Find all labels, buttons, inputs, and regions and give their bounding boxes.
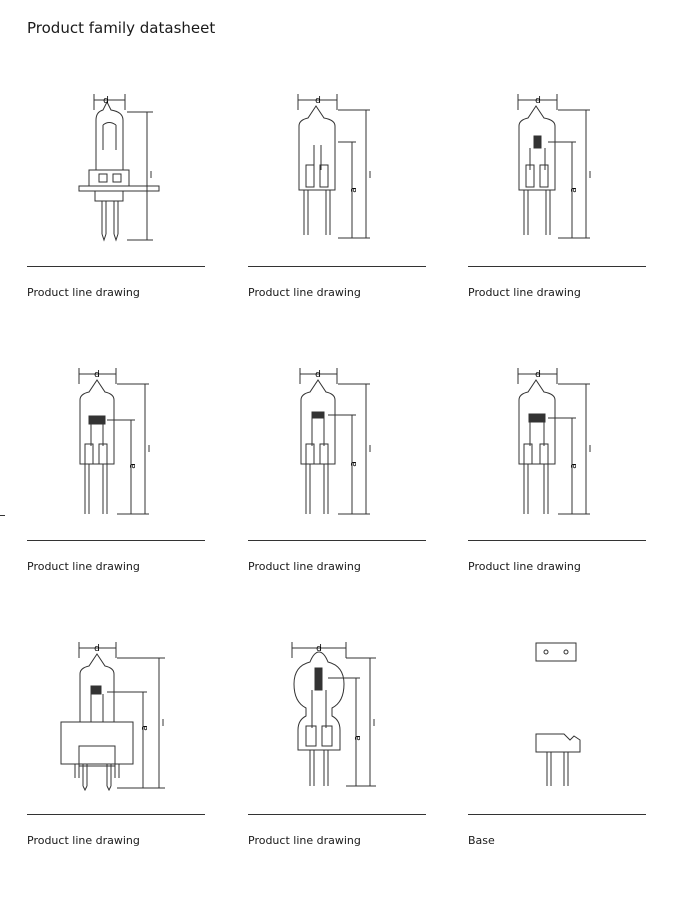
product-cell-7: d a l Product line drawing: [27, 638, 205, 868]
product-cell-3: d a l Product line drawing: [468, 90, 646, 320]
dim-height-label: l: [589, 445, 592, 455]
caption-divider: [27, 814, 205, 815]
caption-divider: [248, 266, 426, 267]
dim-light-label: a: [140, 725, 150, 731]
dim-width-label: d: [315, 96, 321, 106]
dim-width-label: d: [103, 96, 109, 106]
caption-divider: [468, 814, 646, 815]
base-caption: Base: [468, 834, 495, 847]
dim-light-label: a: [128, 463, 138, 469]
product-caption: Product line drawing: [27, 286, 140, 299]
dim-light-label: a: [569, 463, 579, 469]
product-cell-4: d a l Product line drawing: [27, 364, 205, 594]
dim-width-label: d: [94, 644, 100, 654]
lamp-drawing-3: d a l: [517, 94, 592, 239]
caption-divider: [468, 540, 646, 541]
caption-divider: [248, 540, 426, 541]
product-caption: Product line drawing: [248, 834, 361, 847]
dim-height-label: l: [369, 171, 372, 181]
dim-height-label: l: [150, 171, 153, 181]
product-cell-1: d l Product line drawing: [27, 90, 205, 320]
product-caption: Product line drawing: [468, 560, 581, 573]
caption-divider: [468, 266, 646, 267]
lamp-drawing-2: d a l: [297, 94, 372, 239]
dim-light-label: a: [349, 461, 359, 467]
caption-divider: [27, 266, 205, 267]
product-cell-8: d a l Product line drawing: [248, 638, 426, 868]
lamp-drawing-5: d a l: [299, 368, 372, 515]
dim-width-label: d: [535, 96, 541, 106]
dim-light-label: a: [349, 187, 359, 193]
lamp-drawing-1: d l: [78, 94, 160, 242]
dim-width-label: d: [315, 370, 321, 380]
dim-light-label: a: [569, 187, 579, 193]
product-caption: Product line drawing: [27, 834, 140, 847]
product-caption: Product line drawing: [27, 560, 140, 573]
dim-height-label: l: [162, 719, 165, 729]
product-cell-6: d a l Product line drawing: [468, 364, 646, 594]
product-cell-2: d a l Product line drawing: [248, 90, 426, 320]
dim-height-label: l: [148, 445, 151, 455]
product-caption: Product line drawing: [248, 286, 361, 299]
base-drawing: [535, 642, 581, 786]
caption-divider: [248, 814, 426, 815]
lamp-drawing-8: d a l: [291, 642, 376, 787]
product-cell-5: d a l Product line drawing: [248, 364, 426, 594]
dim-height-label: l: [589, 171, 592, 181]
caption-divider: [27, 540, 205, 541]
dim-width-label: d: [94, 370, 100, 380]
dim-height-label: l: [369, 445, 372, 455]
page-title: Product family datasheet: [27, 19, 216, 37]
lamp-drawing-6: d a l: [517, 368, 592, 515]
lamp-drawing-7: d a l: [60, 642, 165, 792]
dim-light-label: a: [353, 735, 363, 741]
product-cell-9: Base: [468, 638, 646, 868]
lamp-drawing-4: d a l: [78, 368, 151, 515]
margin-mark: [0, 515, 5, 516]
product-caption: Product line drawing: [248, 560, 361, 573]
product-caption: Product line drawing: [468, 286, 581, 299]
dim-height-label: l: [373, 719, 376, 729]
dim-width-label: d: [316, 644, 322, 654]
dim-width-label: d: [535, 370, 541, 380]
